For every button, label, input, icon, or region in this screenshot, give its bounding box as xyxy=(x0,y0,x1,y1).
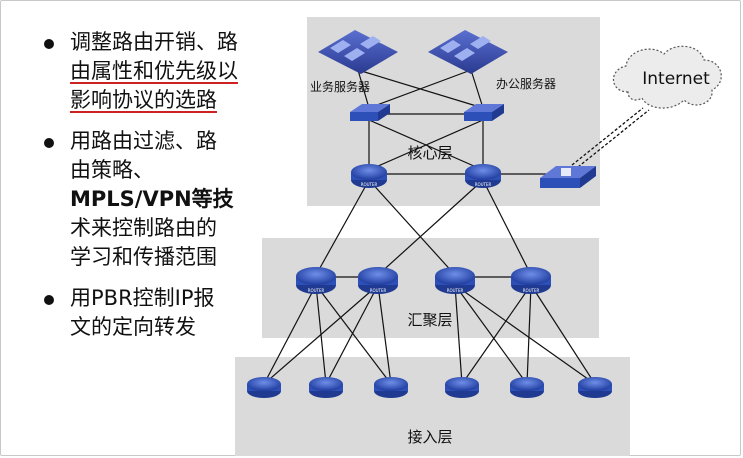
bullet-1-line-1: 调整路由开销、路 xyxy=(70,30,238,54)
internet-label: Internet xyxy=(642,69,710,89)
bullet-1-line-2: 由属性和优先级以 xyxy=(70,59,238,83)
bullet-item-1: 调整路由开销、路 由属性和优先级以 影响协议的选路 xyxy=(42,28,272,115)
bullet-2-line-2: 由策略、 xyxy=(70,158,154,182)
aggregation-router-4-icon: ROUTER xyxy=(511,267,551,294)
core-switch-right-icon xyxy=(464,104,504,121)
router-text: ROUTER xyxy=(361,182,378,187)
business-server-icon xyxy=(318,30,398,74)
aggregation-router-1-icon: ROUTER xyxy=(296,267,336,294)
access-layer-label: 接入层 xyxy=(407,428,452,446)
bullet-2-line-4: 术来控制路由的 xyxy=(70,216,217,240)
core-router-left-icon: ROUTER xyxy=(351,164,387,188)
core-layer-label: 核心层 xyxy=(407,144,452,162)
access-layer-box xyxy=(235,357,630,456)
bullet-2-line-1: 用路由过滤、路 xyxy=(70,129,217,153)
access-router-2-icon xyxy=(309,377,343,398)
router-text: ROUTER xyxy=(370,288,387,293)
router-text: ROUTER xyxy=(475,182,492,187)
bullet-2-line-5: 学习和传播范围 xyxy=(70,245,217,269)
bullet-item-2: 用路由过滤、路 由策略、 MPLS/VPN等技 术来控制路由的 学习和传播范围 xyxy=(42,127,272,272)
bullet-dot-icon xyxy=(44,39,54,49)
office-server-icon xyxy=(428,30,508,74)
access-router-3-icon xyxy=(374,377,408,398)
internet-link-2 xyxy=(577,109,650,168)
access-router-5-icon xyxy=(510,377,544,398)
internet-cloud-icon xyxy=(612,45,722,109)
internet-link xyxy=(571,107,644,166)
bullet-list: 调整路由开销、路 由属性和优先级以 影响协议的选路 用路由过滤、路 由策略、 M… xyxy=(42,28,272,354)
core-router-right-icon: ROUTER xyxy=(465,164,501,188)
business-server-label: 业务服务器 xyxy=(310,79,370,94)
access-router-1-icon xyxy=(247,377,281,398)
bullet-item-3: 用PBR控制IP报 文的定向转发 xyxy=(42,284,272,342)
bullet-3-line-2: 文的定向转发 xyxy=(70,315,196,339)
office-server-label: 办公服务器 xyxy=(496,76,556,91)
bullet-dot-icon xyxy=(44,138,54,148)
bullet-2-line-3: MPLS/VPN等技 xyxy=(70,187,234,211)
access-router-4-icon xyxy=(445,377,479,398)
aggregation-layer-label: 汇聚层 xyxy=(407,311,452,329)
core-switch-left-icon xyxy=(350,104,390,121)
router-text: ROUTER xyxy=(523,288,540,293)
aggregation-router-2-icon: ROUTER xyxy=(358,267,398,294)
bullet-dot-icon xyxy=(44,295,54,305)
router-text: ROUTER xyxy=(308,288,325,293)
router-text: ROUTER xyxy=(447,288,464,293)
link-lines xyxy=(263,69,596,385)
access-router-6-icon xyxy=(578,377,612,398)
firewall-icon xyxy=(540,166,596,188)
bullet-3-line-1: 用PBR控制IP报 xyxy=(70,286,215,310)
aggregation-router-3-icon: ROUTER xyxy=(435,267,475,294)
bullet-1-line-3: 影响协议的选路 xyxy=(70,88,217,112)
